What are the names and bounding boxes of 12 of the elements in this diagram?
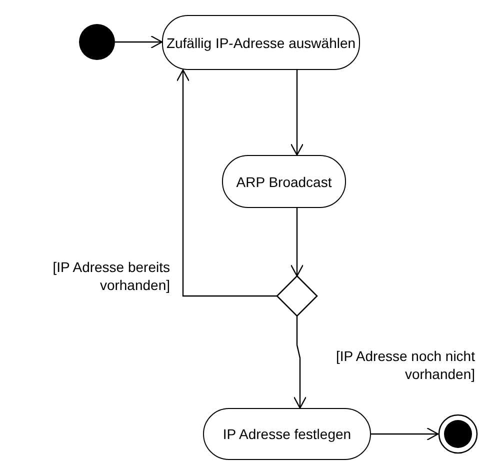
final-node (438, 414, 478, 454)
arrow (115, 35, 163, 49)
action-node: Zufällig IP-Adresse auswählen (162, 15, 360, 70)
arrow (176, 69, 277, 297)
action-node: ARP Broadcast (222, 155, 346, 208)
arrow (371, 427, 439, 441)
decision-diamond (277, 276, 317, 316)
action-node: IP Adresse festlegen (203, 408, 371, 460)
initial-node (79, 24, 115, 60)
arrow (290, 208, 304, 277)
arrow (290, 70, 304, 156)
arrow (293, 316, 307, 409)
